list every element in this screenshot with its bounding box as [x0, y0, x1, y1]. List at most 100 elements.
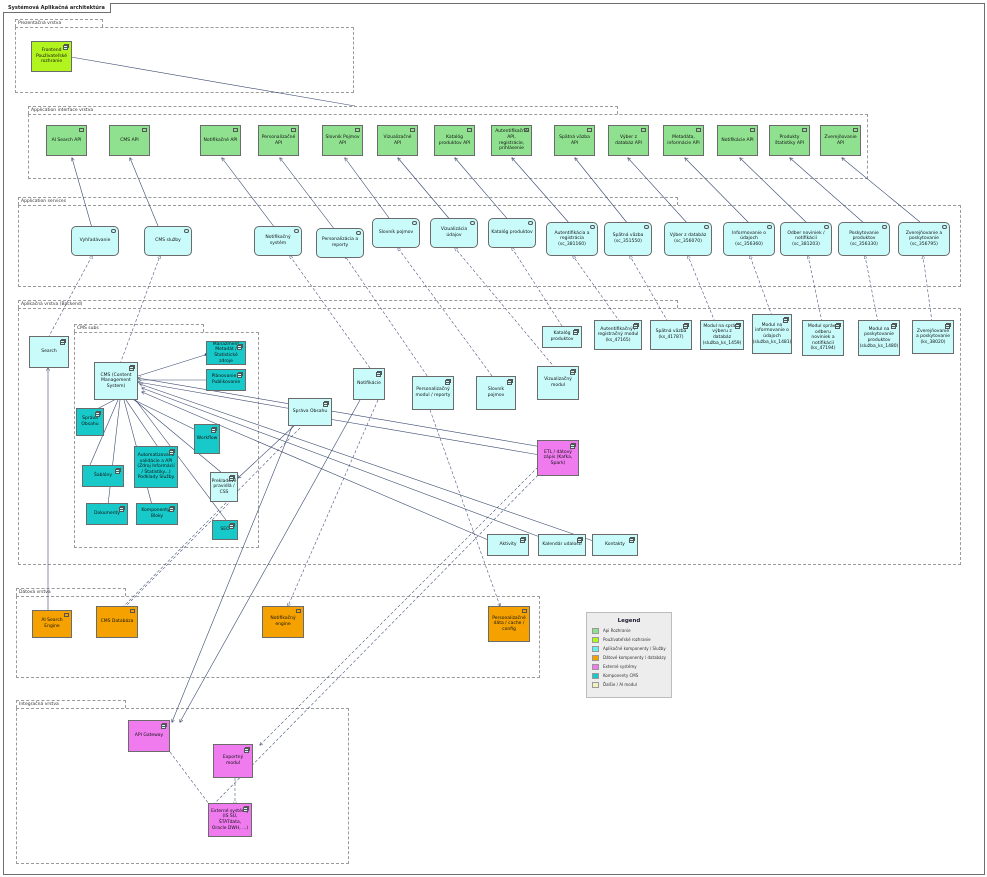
component-content-management[interactable]: Správa Obsahu: [288, 398, 332, 426]
api-notifications[interactable]: Notifikácie API: [717, 125, 758, 156]
api-label: Notifikácie API: [721, 137, 754, 143]
api-db-select[interactable]: Výber z databáz API: [608, 125, 649, 156]
service-visualization[interactable]: Vizualizácia údajov: [430, 218, 478, 248]
service-products[interactable]: Poskytovanie produktov (sc_356330): [838, 222, 890, 256]
api-label: Personalizačné API: [261, 134, 296, 146]
api-label: CMS API: [120, 137, 139, 143]
integration-external-systems[interactable]: Externé systémy (IS ŠÚ, ŠTATdata, Oracle…: [208, 803, 252, 837]
api-catalog[interactable]: Katalóg produktov API: [434, 125, 475, 156]
component-auth[interactable]: Autentifikačný / registračný modul (ks_4…: [594, 320, 642, 350]
service-notification[interactable]: Notifikačný systém: [254, 226, 302, 256]
service-db-select[interactable]: Výber z databáz (sc_356070): [664, 222, 712, 256]
service-info[interactable]: Informovanie o údajoch (sc_356360): [723, 222, 775, 256]
integration-api-gateway[interactable]: API Gateway: [128, 720, 170, 752]
data-label: Personalizačné dáta / cache / config: [492, 615, 526, 632]
service-icon: [704, 225, 709, 229]
component-etl[interactable]: ETL / dátový zápis (Kafka, Spark): [537, 440, 579, 476]
component-icon: [683, 323, 689, 330]
service-label: Slovník pojmov: [378, 230, 414, 236]
service-personalization[interactable]: Personalizácia a reporty: [316, 228, 364, 258]
component-label: Vizualizačný modul: [544, 377, 572, 388]
component-label: Modul správy odberu noviniek a notifikác…: [807, 324, 839, 352]
service-subscription[interactable]: Odber noviniek / notifikácií (sc_381203): [780, 222, 832, 256]
service-label: Odber noviniek / notifikácií (sc_381203): [787, 230, 825, 247]
cms-documents[interactable]: Dokumenty: [86, 503, 128, 525]
component-visualization[interactable]: Vizualizačný modul: [537, 366, 579, 400]
integration-export[interactable]: Exportný modul: [213, 744, 253, 778]
api-visualization[interactable]: Vizualizačné API: [377, 125, 418, 156]
data-personalization[interactable]: Personalizačné dáta / cache / config: [488, 606, 530, 642]
component-contacts[interactable]: Kontakty: [592, 534, 638, 556]
legend-swatch: [592, 637, 599, 643]
component-calendar[interactable]: Kalendár udalostí: [538, 534, 586, 556]
service-icon: [294, 229, 299, 233]
component-icon: [60, 339, 66, 346]
layer-integration: [16, 708, 349, 864]
component-products[interactable]: Modul na poskytovanie produktov (služba_…: [858, 320, 900, 356]
cms-metadata[interactable]: Manažment Metadát / Štatistické zdroje: [206, 341, 246, 365]
api-label: AI Search API: [51, 137, 82, 143]
component-label: Plánovanie a Publikovanie: [211, 374, 241, 385]
component-subscription[interactable]: Modul správy odberu noviniek a notifikác…: [802, 320, 844, 356]
api-notification[interactable]: Notifikačné API: [200, 125, 241, 156]
component-activities[interactable]: Aktivity: [487, 534, 529, 556]
component-notifications[interactable]: Notifikácie: [353, 368, 385, 400]
component-icon: [629, 537, 635, 544]
api-label: Notifikačné API: [203, 137, 238, 143]
api-ai-search[interactable]: AI Search API: [46, 125, 87, 156]
legend-swatch: [592, 646, 599, 652]
component-search[interactable]: Search: [29, 336, 69, 368]
component-label: Search: [41, 349, 57, 355]
api-feedback[interactable]: Spätná väzba API: [554, 125, 595, 156]
cms-blocks[interactable]: Komponenty / Bloky: [136, 503, 178, 525]
cms-seo[interactable]: SEO: [212, 520, 238, 540]
cms-planning[interactable]: Plánovanie a Publikovanie: [206, 369, 246, 391]
api-products-stats[interactable]: Produkty štatistiky API: [769, 125, 810, 156]
service-glossary[interactable]: Slovník pojmov: [372, 218, 420, 248]
component-personalization[interactable]: Personalizačný modul / reporty: [412, 376, 454, 410]
component-feedback[interactable]: Spätná väzba (ks_41787): [650, 320, 692, 350]
service-auth[interactable]: Autentifikácia a registrácia (sc_381160): [546, 222, 598, 256]
api-auth[interactable]: Autentifikačné API, registrácie, prihlás…: [491, 125, 532, 156]
api-glossary[interactable]: Slovník Pojmov API: [322, 125, 363, 156]
layer-tab-presentation: Prezentačná vrstva: [15, 19, 103, 27]
cms-translation-css[interactable]: Prekladové pravidlá / CSS: [210, 472, 238, 502]
component-publishing[interactable]: Zverejňovanie a poskytovanie (ks_38020): [912, 320, 954, 354]
component-icon: [169, 506, 175, 513]
data-cms-database[interactable]: CMS Databáza: [96, 606, 138, 638]
integration-label: API Gateway: [134, 733, 164, 739]
component-label: Slovník pojmov: [487, 387, 505, 398]
cms-templates[interactable]: Šablóny: [82, 465, 124, 487]
service-catalog[interactable]: Katalóg produktov: [488, 218, 536, 248]
service-label: Spätná väzba (sc_351550): [612, 233, 644, 244]
api-personalization[interactable]: Personalizačné API: [258, 125, 299, 156]
data-notification-engine[interactable]: Notifikačný engine: [262, 606, 304, 638]
component-db-select[interactable]: Modul na správu výberu z databáz (služba…: [700, 320, 744, 350]
component-glossary[interactable]: Slovník pojmov: [476, 376, 516, 410]
component-info[interactable]: Modul na informovanie o údajoch (služba_…: [752, 314, 792, 354]
api-publishing[interactable]: Zverejňovanie API: [820, 125, 861, 156]
component-cms-main[interactable]: CMS (Content Management System): [94, 362, 138, 400]
service-cms[interactable]: CMS služby: [144, 226, 192, 256]
api-label: Slovník Pojmov API: [325, 134, 360, 146]
service-feedback[interactable]: Spätná väzba (sc_351550): [604, 222, 652, 256]
api-cms[interactable]: CMS API: [109, 125, 150, 156]
frontend-component[interactable]: Frontend Používateľské rozhranie: [31, 41, 72, 72]
cms-content[interactable]: Správa Obsahu: [76, 408, 104, 436]
data-ai-search-engine[interactable]: AI Search Engine: [32, 610, 72, 638]
layer-cms: [74, 332, 259, 548]
component-icon: [891, 323, 897, 330]
service-search[interactable]: Vyhľadávanie: [71, 226, 119, 256]
legend-item: Ďalšie / AI modul: [592, 682, 637, 688]
service-icon: [767, 225, 772, 229]
service-publishing[interactable]: Zverejňovanie a poskytovanie (sc_356795): [898, 222, 950, 256]
diagram-frame: [3, 3, 985, 875]
interface-icon: [142, 128, 147, 132]
component-catalog[interactable]: Katalóg produktov: [542, 326, 582, 348]
component-label: Kalendár udalostí: [542, 542, 582, 548]
cms-workflow[interactable]: Workflow: [194, 424, 220, 454]
service-icon: [412, 221, 417, 225]
cms-validation[interactable]: Automatizované validácie a API (Zdroj In…: [134, 446, 178, 488]
api-metadata[interactable]: Metadáta, informácie API: [663, 125, 704, 156]
